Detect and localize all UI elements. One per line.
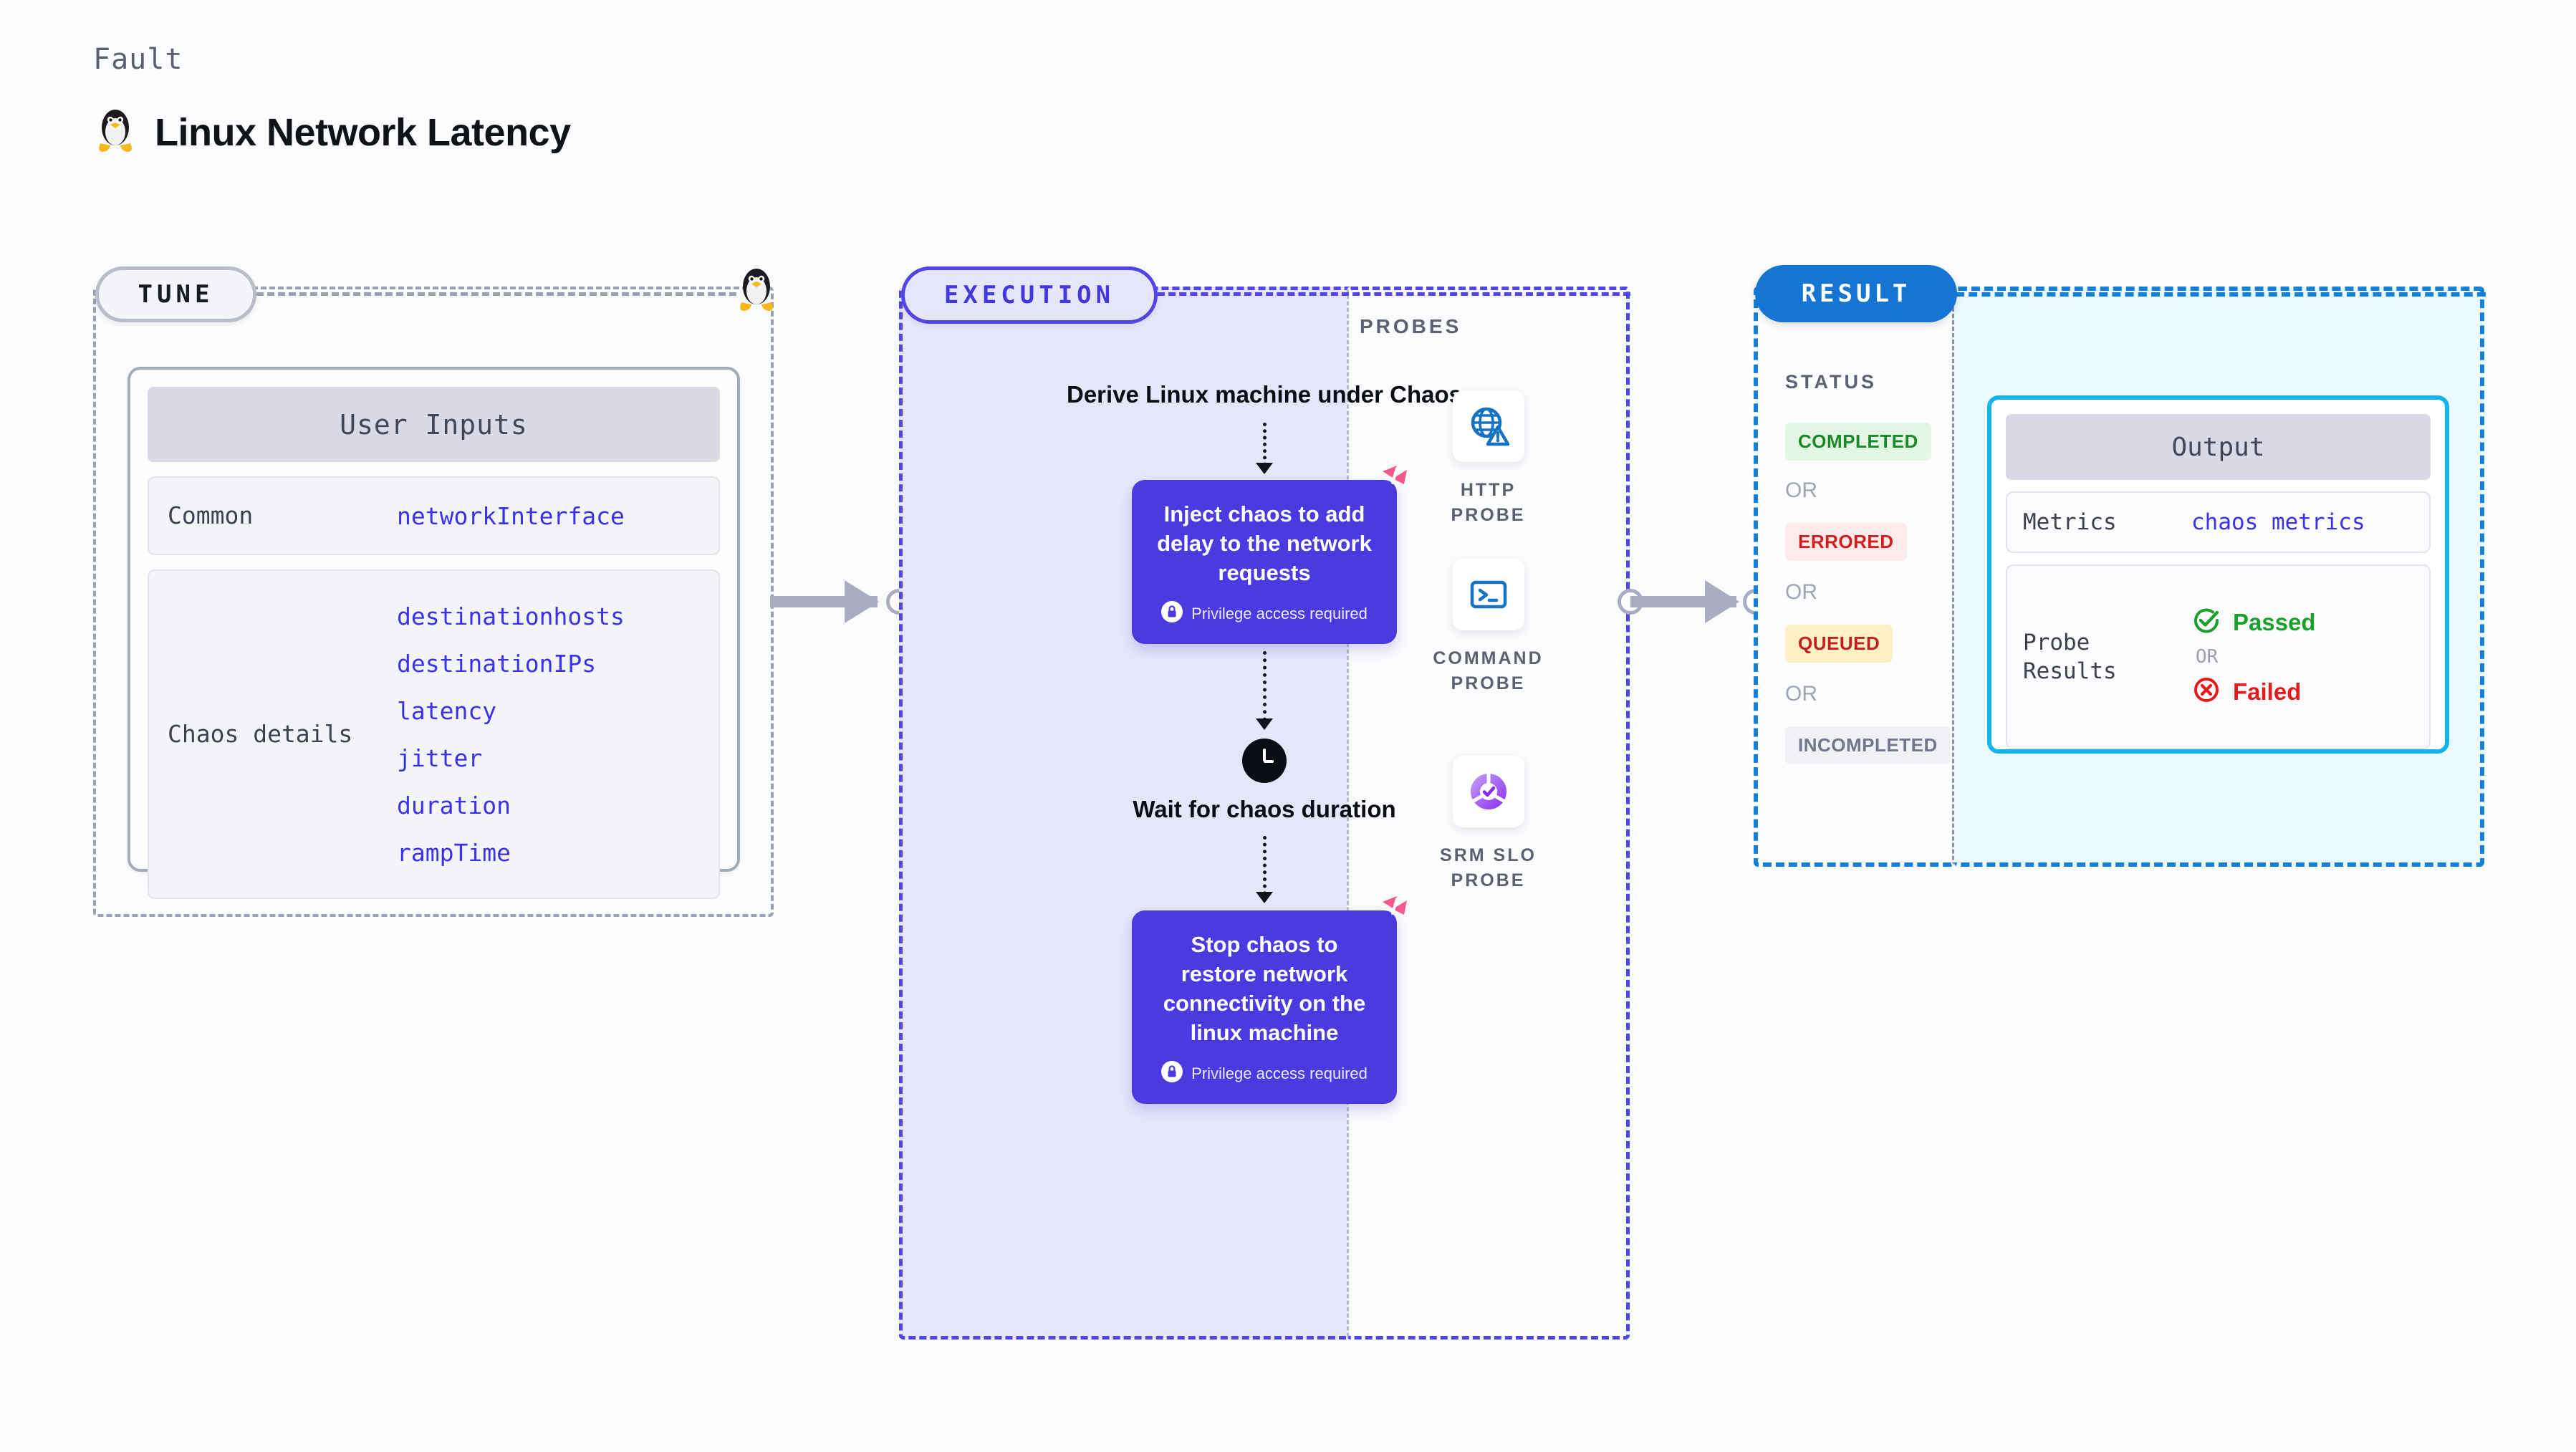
output-row-label: Probe Results — [2023, 629, 2117, 684]
probe-result-passed-label: Passed — [2233, 608, 2316, 635]
terminal-icon — [1452, 559, 1524, 630]
tune-badge-label: TUNE — [138, 280, 214, 309]
user-inputs-title-text: User Inputs — [340, 408, 528, 441]
status-section-label: STATUS — [1785, 371, 1877, 393]
output-row-probe-results: Probe Results Passed OR — [2006, 564, 2431, 749]
metrics-value[interactable]: chaos metrics — [2191, 509, 2365, 535]
linux-penguin-icon — [93, 106, 138, 158]
harness-logo-icon — [1375, 892, 1413, 933]
status-badge-queued: QUEUED — [1785, 625, 1893, 663]
linux-penguin-icon — [734, 265, 779, 317]
privilege-text: Privilege access required — [1191, 604, 1368, 622]
probe-label: HTTP PROBE — [1451, 480, 1526, 525]
execution-dashed-connector — [1158, 292, 1630, 296]
lock-icon — [1161, 1060, 1183, 1087]
output-card: Output Metrics chaos metrics Probe Resul… — [1987, 395, 2449, 754]
or-separator: OR — [1785, 580, 1817, 604]
input-row-label: Common — [168, 501, 254, 530]
derive-step-title: Derive Linux machine under Chaos — [1067, 381, 1462, 408]
page-header: Fault Linux Network Latency — [93, 43, 571, 158]
connector-tune-to-execution — [770, 580, 912, 623]
probe-tile-http[interactable]: HTTP PROBE — [1429, 390, 1547, 527]
status-badge-errored: ERRORED — [1785, 523, 1907, 561]
result-dashed-connector — [1956, 292, 2486, 297]
input-row-label: Chaos details — [168, 720, 353, 749]
output-row-metrics: Metrics chaos metrics — [2006, 491, 2431, 553]
input-value[interactable]: duration — [397, 791, 511, 819]
stop-chaos-text: Stop chaos to restore network connectivi… — [1163, 932, 1366, 1045]
user-inputs-card: User Inputs Common networkInterface Chao… — [128, 367, 740, 899]
page-title-row: Linux Network Latency — [93, 106, 571, 158]
page-title: Linux Network Latency — [155, 110, 571, 154]
probe-tile-command[interactable]: COMMAND PROBE — [1429, 559, 1547, 696]
or-separator: OR — [1785, 479, 1817, 502]
connector-probes-to-result — [1618, 580, 1769, 623]
clock-icon — [1242, 738, 1287, 783]
probe-label: COMMAND PROBE — [1433, 648, 1544, 693]
slo-gauge-check-icon — [1452, 756, 1524, 827]
status-badge-incompleted: INCOMPLETED — [1785, 726, 1951, 764]
stop-chaos-card[interactable]: Stop chaos to restore network connectivi… — [1132, 896, 1407, 1104]
inject-chaos-text: Inject chaos to add delay to the network… — [1157, 501, 1372, 586]
output-title-text: Output — [2171, 432, 2265, 462]
output-row-label: Metrics — [2023, 509, 2117, 535]
status-badge-text: COMPLETED — [1798, 431, 1918, 452]
execution-flow: Derive Linux machine under Chaos Inject … — [899, 380, 1630, 1104]
probes-section-label: PROBES — [1360, 315, 1462, 337]
probe-result-passed: Passed — [2191, 605, 2316, 639]
inject-chaos-card[interactable]: Inject chaos to add delay to the network… — [1132, 466, 1407, 644]
flow-arrow — [1256, 650, 1273, 730]
lock-icon — [1161, 600, 1183, 627]
input-value[interactable]: latency — [397, 696, 497, 725]
tune-dashed-connector — [256, 292, 736, 296]
input-value[interactable]: jitter — [397, 744, 483, 772]
privilege-note: Privilege access required — [1153, 1060, 1375, 1087]
x-circle-icon — [2191, 675, 2221, 708]
result-badge-label: RESULT — [1801, 279, 1911, 308]
input-row-chaos-details: Chaos details destinationhosts destinati… — [148, 569, 720, 899]
input-value[interactable]: rampTime — [397, 838, 511, 867]
output-title: Output — [2006, 414, 2431, 480]
privilege-note: Privilege access required — [1153, 600, 1375, 627]
or-separator: OR — [2196, 646, 2219, 668]
result-badge[interactable]: RESULT — [1755, 265, 1957, 322]
or-separator: OR — [1785, 682, 1817, 706]
probe-tile-srm-slo[interactable]: SRM SLO PROBE — [1429, 756, 1547, 893]
status-badge-completed: COMPLETED — [1785, 423, 1931, 461]
privilege-text: Privilege access required — [1191, 1064, 1368, 1082]
execution-badge-label: EXECUTION — [943, 281, 1115, 309]
input-value[interactable]: networkInterface — [397, 501, 625, 530]
globe-warning-icon — [1452, 390, 1524, 462]
wait-step-title: Wait for chaos duration — [1133, 795, 1396, 822]
check-circle-icon — [2191, 605, 2221, 639]
flow-arrow — [1256, 423, 1273, 475]
probe-result-failed: Failed — [2191, 675, 2316, 708]
input-row-common: Common networkInterface — [148, 476, 720, 555]
flow-arrow — [1256, 836, 1273, 904]
user-inputs-title: User Inputs — [148, 387, 720, 462]
probe-label: SRM SLO PROBE — [1440, 845, 1537, 890]
status-badge-text: QUEUED — [1798, 633, 1880, 654]
input-value[interactable]: destinationhosts — [397, 602, 625, 630]
result-status-panel — [1754, 287, 1954, 867]
fault-eyebrow-label: Fault — [93, 43, 183, 76]
tune-badge[interactable]: TUNE — [95, 266, 256, 322]
harness-logo-icon — [1375, 461, 1413, 502]
probe-result-failed-label: Failed — [2233, 678, 2302, 705]
status-badge-text: INCOMPLETED — [1798, 734, 1938, 756]
status-badge-text: ERRORED — [1798, 531, 1894, 552]
input-value[interactable]: destinationIPs — [397, 649, 597, 678]
execution-badge[interactable]: EXECUTION — [901, 266, 1158, 324]
